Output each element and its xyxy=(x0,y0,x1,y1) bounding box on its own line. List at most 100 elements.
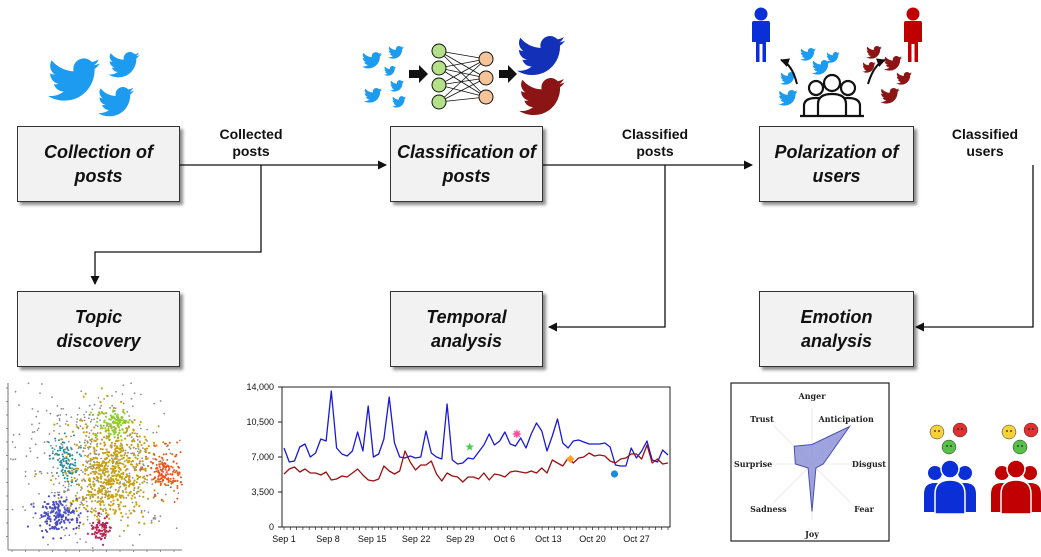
scatter-point xyxy=(103,421,106,424)
sick-emoji-icon xyxy=(941,439,957,455)
scatter-point xyxy=(121,446,124,450)
classification-icons xyxy=(362,36,565,116)
x-tick-label: Sep 1 xyxy=(272,534,296,544)
scatter-point xyxy=(131,476,134,479)
scatter-point xyxy=(68,471,71,474)
scatter-point xyxy=(92,470,95,473)
scatter-point xyxy=(105,424,108,427)
scatter-point xyxy=(135,503,138,506)
scatter-point xyxy=(171,466,174,469)
scatter-point xyxy=(103,460,106,463)
scatter-point xyxy=(77,514,80,517)
scatter-point xyxy=(120,519,122,522)
scatter-point xyxy=(68,455,71,458)
scatter-point xyxy=(40,515,43,519)
scatter-point xyxy=(65,466,68,469)
scatter-point xyxy=(150,466,153,469)
scatter-point xyxy=(118,507,121,511)
edge-collection-to-topic xyxy=(90,165,262,285)
scatter-point xyxy=(34,470,36,472)
scatter-point xyxy=(98,465,101,468)
polarization-label: Polarization of users xyxy=(774,142,899,186)
scatter-point xyxy=(48,524,51,527)
scatter-point xyxy=(64,423,67,425)
scatter-point xyxy=(40,472,43,475)
scatter-point xyxy=(157,425,160,428)
scatter-point xyxy=(104,524,107,527)
scatter-point xyxy=(45,518,48,521)
scatter-point xyxy=(76,425,79,429)
cluster-indigo xyxy=(26,493,89,540)
scatter-point xyxy=(99,400,102,404)
scatter-point xyxy=(51,396,53,398)
scatter-point xyxy=(75,480,77,483)
scatter-point xyxy=(116,481,119,485)
scatter-point xyxy=(69,446,72,449)
scatter-point xyxy=(78,527,81,530)
scatter-point xyxy=(178,472,181,475)
scatter-point xyxy=(29,447,31,449)
scatter-point xyxy=(49,511,52,514)
scatter-point xyxy=(142,495,145,498)
scatter-point xyxy=(136,443,139,446)
scatter-point xyxy=(79,538,82,540)
scatter-point xyxy=(89,472,92,475)
scatter-point xyxy=(61,453,64,456)
scatter-point xyxy=(122,421,125,424)
scatter-point xyxy=(166,459,169,461)
scatter-point xyxy=(159,463,162,465)
scatter-point xyxy=(122,402,125,405)
scatter-point xyxy=(90,510,93,514)
scatter-point xyxy=(111,460,114,463)
scatter-point xyxy=(116,455,119,458)
twitter-bird-icon xyxy=(390,80,404,92)
scatter-point xyxy=(122,496,125,499)
scatter-point xyxy=(62,448,65,451)
scatter-point xyxy=(145,457,148,460)
blue-user-group-icon xyxy=(924,459,976,515)
scatter-point xyxy=(99,491,102,494)
scatter-point xyxy=(94,493,97,496)
scatter-point xyxy=(123,477,126,481)
scatter-point xyxy=(116,450,119,453)
scatter-point xyxy=(144,477,147,480)
scatter-point xyxy=(102,532,105,535)
scatter-point xyxy=(104,530,107,533)
scatter-point xyxy=(64,486,67,489)
scatter-point xyxy=(92,483,95,486)
emotion-analysis-box: Emotion analysis xyxy=(759,291,914,367)
scatter-point xyxy=(82,463,85,466)
scatter-point xyxy=(44,520,47,523)
scatter-point xyxy=(164,465,167,468)
scatter-point xyxy=(69,511,72,514)
scatter-point xyxy=(121,416,124,420)
scatter-point xyxy=(122,505,125,508)
scatter-point xyxy=(105,429,108,432)
scatter-point xyxy=(114,412,117,416)
scatter-point xyxy=(126,429,129,432)
scatter-point xyxy=(121,475,124,478)
scatter-point xyxy=(107,461,110,464)
scatter-point xyxy=(122,384,125,387)
scatter-point xyxy=(49,518,52,521)
user-group-icon xyxy=(800,73,864,118)
scatter-point xyxy=(133,419,136,422)
scatter-point xyxy=(128,418,131,422)
scatter-point xyxy=(128,483,131,486)
scatter-point xyxy=(152,441,155,444)
scatter-point xyxy=(68,464,71,466)
scatter-point xyxy=(72,468,75,471)
scatter-point xyxy=(101,492,104,495)
scatter-point xyxy=(75,424,78,426)
scatter-point xyxy=(77,484,81,487)
scatter-point xyxy=(59,414,62,416)
scatter-point xyxy=(108,459,111,462)
scatter-point xyxy=(136,490,139,493)
scatter-point xyxy=(118,429,121,432)
scatter-point xyxy=(124,479,127,482)
scatter-point xyxy=(58,417,61,420)
scatter-point xyxy=(58,491,61,494)
scatter-point xyxy=(96,438,99,441)
scatter-point xyxy=(82,447,85,449)
